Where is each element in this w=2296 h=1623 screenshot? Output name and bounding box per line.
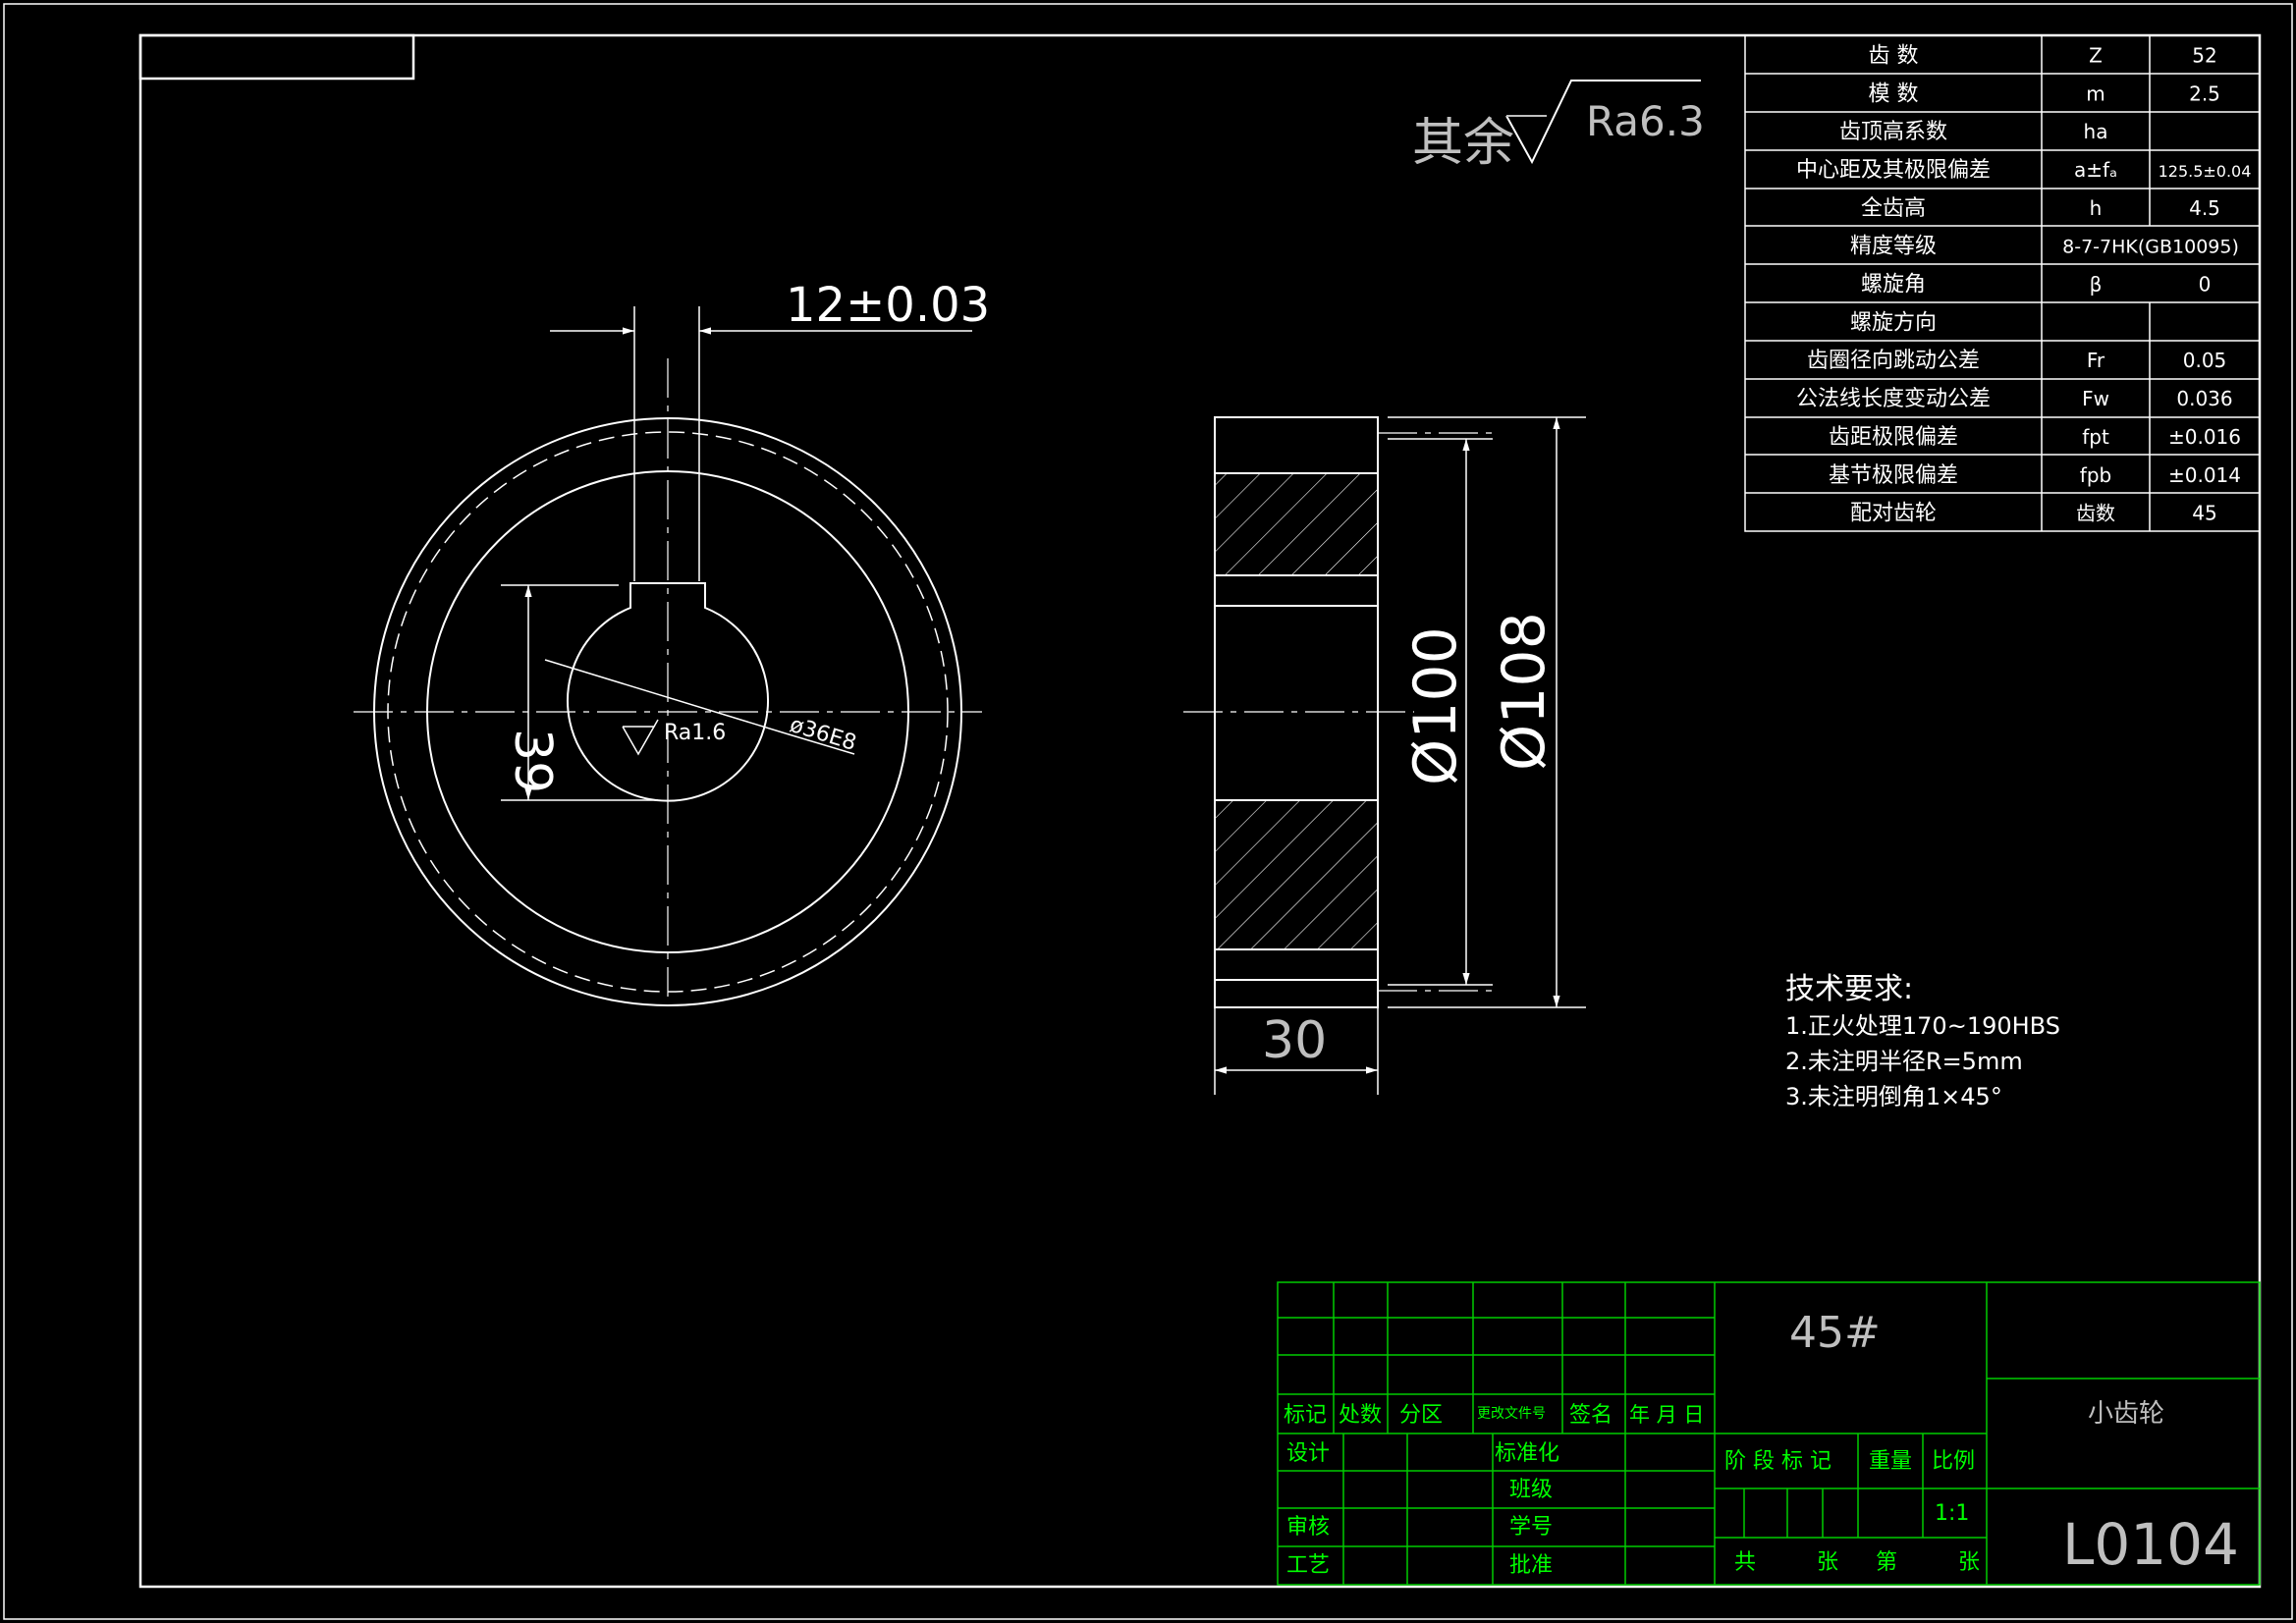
- bore-roughness: Ra1.6: [664, 721, 726, 745]
- tech-requirements: 技术要求: 1.正火处理170~190HBS 2.未注明半径R=5mm 3.未注…: [1785, 972, 2060, 1110]
- param-name-6: 螺旋角: [1861, 273, 1926, 298]
- param-value-1: 2.5: [2189, 81, 2220, 105]
- tb-student-no: 学号: [1509, 1515, 1553, 1540]
- param-name-0: 齿 数: [1869, 43, 1919, 68]
- keyway-width-dim: 12±0.03: [786, 278, 990, 333]
- tb-design: 设计: [1286, 1441, 1330, 1466]
- param-symbol-6: β: [2090, 273, 2103, 297]
- surface-note-label: 其余: [1412, 114, 1514, 173]
- param-value-3: 125.5±0.04: [2159, 162, 2252, 181]
- tech-req-title: 技术要求:: [1785, 972, 1913, 1006]
- param-symbol-8: Fr: [2087, 349, 2105, 372]
- tb-sheet-no: 第: [1876, 1550, 1897, 1575]
- bore-diameter-dim: ø36E8: [787, 713, 859, 756]
- param-symbol-10: fpt: [2082, 425, 2109, 449]
- tb-approve: 批准: [1509, 1553, 1553, 1578]
- tb-header-zone: 分区: [1399, 1403, 1443, 1428]
- tech-req-item-3: 3.未注明倒角1×45°: [1785, 1083, 2002, 1110]
- param-name-12: 配对齿轮: [1850, 502, 1937, 526]
- param-name-4: 全齿高: [1861, 196, 1926, 221]
- tb-process: 工艺: [1286, 1553, 1330, 1578]
- param-value-6: 0: [2199, 273, 2212, 297]
- tb-header-date: 年 月 日: [1629, 1403, 1704, 1427]
- param-symbol-12: 齿数: [2076, 502, 2115, 525]
- param-symbol-0: Z: [2089, 43, 2103, 67]
- tech-req-item-1: 1.正火处理170~190HBS: [1785, 1012, 2060, 1040]
- surface-note-ra: Ra6.3: [1586, 97, 1705, 145]
- param-value-4: 4.5: [2189, 196, 2220, 220]
- tb-drawing-number: L0104: [2062, 1511, 2239, 1578]
- param-value-9: 0.036: [2176, 387, 2232, 410]
- tb-review: 审核: [1286, 1515, 1330, 1540]
- tb-sheets: 张: [1817, 1550, 1838, 1575]
- tb-header-sign: 签名: [1569, 1403, 1613, 1428]
- param-value-0: 52: [2192, 43, 2216, 67]
- surface-roughness-note: 其余 Ra6.3: [1412, 80, 1705, 173]
- tb-header-doc-no: 更改文件号: [1477, 1406, 1546, 1422]
- inner-diameter-dim: Ø100: [1401, 626, 1470, 785]
- param-name-5: 精度等级: [1850, 235, 1937, 259]
- param-symbol-5: 8-7-7HK(GB10095): [2062, 237, 2239, 258]
- side-view: Ø100 Ø108 30: [1183, 416, 1586, 1095]
- param-value-8: 0.05: [2183, 349, 2227, 372]
- tb-scale-value: 1:1: [1935, 1501, 1969, 1526]
- param-symbol-9: Fw: [2082, 387, 2109, 410]
- param-symbol-3: a±fₐ: [2074, 158, 2117, 182]
- keyway-depth-dim: 39: [503, 729, 562, 793]
- param-name-11: 基节极限偏差: [1829, 463, 1958, 488]
- tb-sheet-unit: 张: [1958, 1550, 1980, 1575]
- param-name-7: 螺旋方向: [1850, 310, 1937, 335]
- param-value-11: ±0.014: [2168, 463, 2241, 487]
- tb-part-name: 小齿轮: [2088, 1399, 2164, 1429]
- param-symbol-11: fpb: [2080, 463, 2111, 487]
- front-view: 12±0.03 39 ø36E8 Ra1.6: [354, 278, 990, 1006]
- tb-class: 班级: [1509, 1478, 1553, 1502]
- title-block: 标记 处数 分区 更改文件号 签名 年 月 日 设计 标准化 班级 学号 审核 …: [1277, 1281, 2261, 1586]
- sheet-frame: [3, 3, 2293, 1620]
- param-symbol-2: ha: [2084, 120, 2108, 143]
- param-name-10: 齿距极限偏差: [1829, 425, 1958, 450]
- tb-total: 共: [1734, 1550, 1756, 1575]
- outer-diameter-dim: Ø108: [1490, 612, 1558, 771]
- tb-stage-mark: 阶 段 标 记: [1724, 1449, 1831, 1474]
- gear-params-table: 齿 数 Z 52 模 数 m 2.5 齿顶高系数 ha 中心距及其极限偏差 a±fₐ 125.5±0…: [1744, 34, 2261, 532]
- param-value-10: ±0.016: [2168, 425, 2241, 449]
- param-name-8: 齿圈径向跳动公差: [1807, 349, 1980, 373]
- width-dim: 30: [1262, 1011, 1327, 1070]
- tech-req-item-2: 2.未注明半径R=5mm: [1785, 1048, 2023, 1075]
- param-name-3: 中心距及其极限偏差: [1796, 158, 1991, 183]
- param-value-12: 45: [2192, 502, 2216, 525]
- tb-material: 45#: [1789, 1308, 1881, 1358]
- tb-header-mark: 标记: [1284, 1403, 1327, 1428]
- param-name-2: 齿顶高系数: [1839, 120, 1947, 144]
- param-name-1: 模 数: [1869, 81, 1919, 106]
- tb-standardize: 标准化: [1495, 1441, 1559, 1466]
- tb-header-count: 处数: [1339, 1403, 1382, 1428]
- param-symbol-4: h: [2090, 196, 2103, 220]
- tb-scale-label: 比例: [1932, 1449, 1975, 1474]
- tb-weight: 重量: [1869, 1449, 1912, 1474]
- param-symbol-1: m: [2086, 81, 2105, 105]
- param-name-9: 公法线长度变动公差: [1796, 387, 1991, 411]
